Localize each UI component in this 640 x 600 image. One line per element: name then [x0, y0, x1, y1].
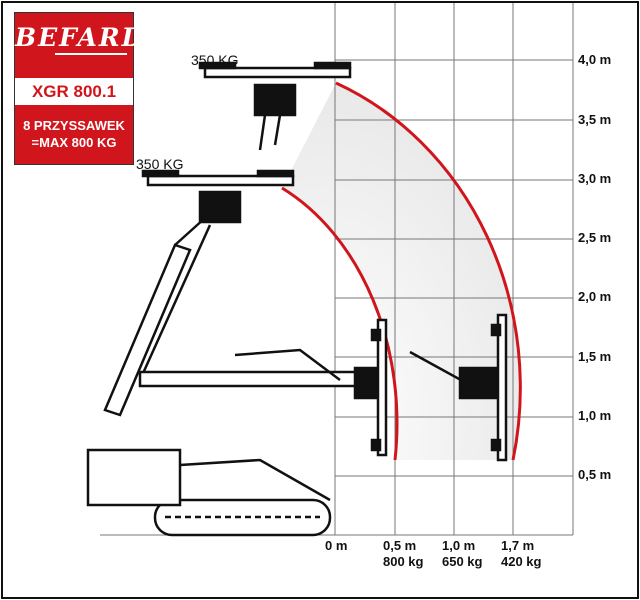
y-tick-label: 1,5 m: [578, 349, 612, 364]
x-load: 650 kg: [442, 554, 483, 569]
x-tick-label: 0,5 m 800 kg: [383, 538, 423, 570]
grid: [100, 3, 574, 536]
y-tick-label: 0,5 m: [578, 467, 612, 482]
reach-arc-inner: [281, 186, 399, 461]
reach-arc-outer: [335, 81, 522, 461]
capacity-line-2: =MAX 800 KG: [31, 135, 117, 150]
capacity-line-1: 8 PRZYSSAWEK: [23, 118, 125, 133]
brand-logo: BEFARD: [15, 23, 146, 52]
x-tick-label: 1,7 m 420 kg: [501, 538, 541, 570]
y-tick-label: 3,0 m: [578, 171, 612, 186]
x-load: 800 kg: [383, 554, 424, 569]
y-tick-label: 3,5 m: [578, 112, 612, 127]
brand-logo-panel: BEFARD XGR 800.1 8 PRZYSSAWEK =MAX 800 K…: [14, 12, 146, 165]
x-distance: 1,7 m: [501, 538, 535, 553]
reach-area: [282, 83, 521, 460]
machine-drawing: [86, 61, 508, 537]
y-tick-label: 4,0 m: [578, 52, 612, 67]
model-name: XGR 800.1: [15, 78, 133, 105]
x-distance: 0 m: [325, 538, 348, 553]
lower-load-label: 350 KG: [136, 156, 184, 172]
x-distance: 0,5 m: [383, 538, 417, 553]
x-tick-label: 0 m: [325, 538, 347, 554]
upper-load-label: 350 KG: [191, 52, 239, 68]
x-load: 420 kg: [501, 554, 542, 569]
x-distance: 1,0 m: [442, 538, 476, 553]
logo-underline: [55, 53, 127, 55]
y-tick-label: 1,0 m: [578, 408, 612, 423]
y-tick-label: 2,0 m: [578, 289, 612, 304]
y-tick-label: 2,5 m: [578, 230, 612, 245]
x-tick-label: 1,0 m 650 kg: [442, 538, 482, 570]
